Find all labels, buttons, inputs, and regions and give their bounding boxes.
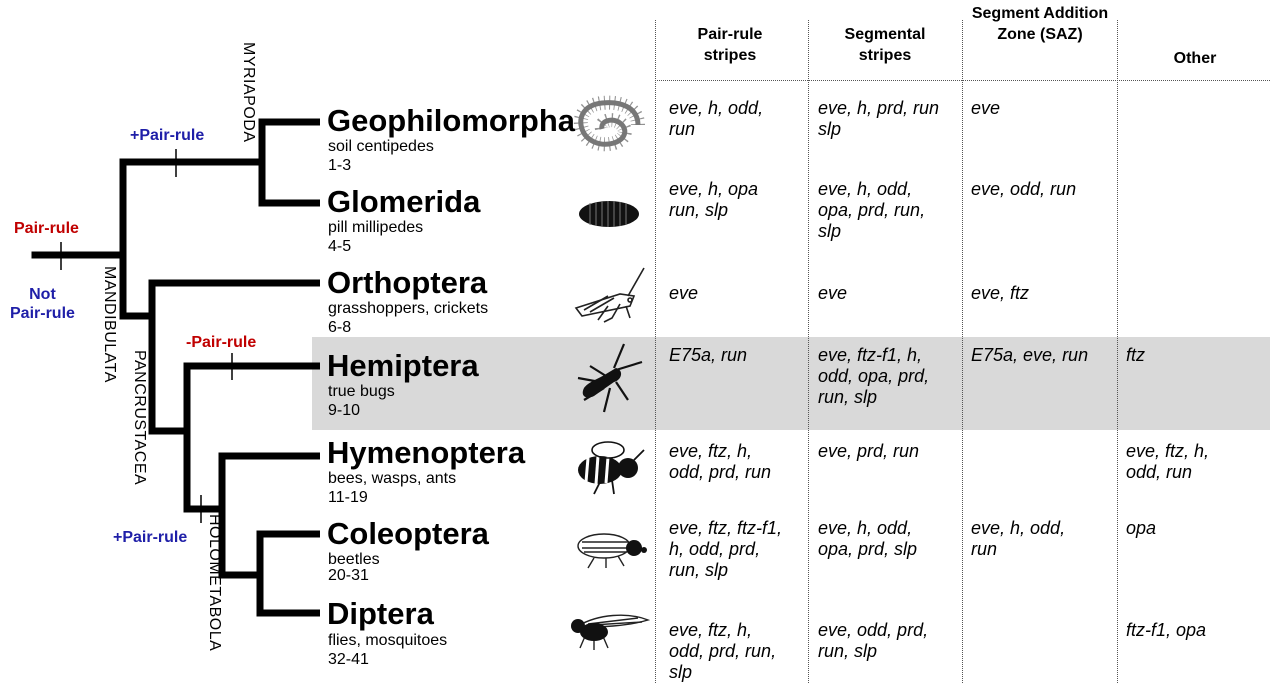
cell-hymenoptera-other: eve, ftz, h, odd, run [1126, 441, 1209, 483]
true-bug-icon [570, 342, 646, 418]
taxon-refs-glomerida: 4-5 [328, 238, 351, 256]
taxon-refs-coleoptera: 20-31 [328, 567, 369, 585]
taxon-name-orthoptera: Orthoptera [327, 266, 487, 300]
cell-orthoptera-segmental: eve [818, 283, 847, 304]
taxon-common-glomerida: pill millipedes [328, 219, 423, 237]
cell-hymenoptera-segmental: eve, prd, run [818, 441, 919, 462]
event-root-not-pair-rule: Not Pair-rule [10, 285, 75, 323]
event-myriapoda-gain: +Pair-rule [130, 126, 204, 145]
cell-hemiptera-saz: E75a, eve, run [971, 345, 1088, 366]
taxon-refs-diptera: 32-41 [328, 651, 369, 669]
taxon-common-geophilomorpha: soil centipedes [328, 138, 434, 156]
cell-geophilomorpha-pair-rule: eve, h, odd, run [669, 98, 763, 140]
taxon-common-hymenoptera: bees, wasps, ants [328, 470, 456, 488]
taxon-name-coleoptera: Coleoptera [327, 517, 489, 551]
fly-icon [568, 604, 650, 654]
cell-hemiptera-pair-rule: E75a, run [669, 345, 747, 366]
event-root-pair-rule: Pair-rule [14, 219, 79, 238]
taxon-refs-geophilomorpha: 1-3 [328, 157, 351, 175]
bee-icon [570, 436, 648, 496]
header-divider [655, 80, 1270, 81]
taxon-common-diptera: flies, mosquitoes [328, 632, 447, 650]
cell-hemiptera-other: ftz [1126, 345, 1145, 366]
cell-diptera-other: ftz-f1, opa [1126, 620, 1206, 641]
cell-glomerida-pair-rule: eve, h, opa run, slp [669, 179, 758, 221]
cell-orthoptera-pair-rule: eve [669, 283, 698, 304]
cell-geophilomorpha-saz: eve [971, 98, 1000, 119]
column-header-saz: Segment Addition Zone (SAZ) [965, 3, 1115, 45]
cell-coleoptera-other: opa [1126, 518, 1156, 539]
cell-coleoptera-segmental: eve, h, odd, opa, prd, slp [818, 518, 917, 560]
cell-glomerida-segmental: eve, h, odd, opa, prd, run, slp [818, 179, 925, 242]
column-divider [655, 20, 656, 683]
taxon-name-geophilomorpha: Geophilomorpha [327, 104, 575, 138]
column-header-pair-rule: Pair-rule stripes [685, 24, 775, 66]
taxon-name-diptera: Diptera [327, 597, 434, 631]
cell-hymenoptera-pair-rule: eve, ftz, h, odd, prd, run [669, 441, 771, 483]
clade-label-holometabola: HOLOMETABOLA [205, 514, 223, 651]
cell-orthoptera-saz: eve, ftz [971, 283, 1029, 304]
column-divider [808, 20, 809, 683]
column-divider [1117, 20, 1118, 683]
taxon-name-glomerida: Glomerida [327, 185, 480, 219]
column-header-segmental: Segmental stripes [825, 24, 945, 66]
event-hemiptera-loss: -Pair-rule [186, 333, 256, 352]
taxon-refs-hymenoptera: 11-19 [328, 489, 368, 507]
taxon-refs-orthoptera: 6-8 [328, 319, 351, 337]
cell-geophilomorpha-segmental: eve, h, prd, run slp [818, 98, 939, 140]
pill-millipede-icon [576, 197, 642, 231]
cell-hemiptera-segmental: eve, ftz-f1, h, odd, opa, prd, run, slp [818, 345, 929, 408]
cell-coleoptera-saz: eve, h, odd, run [971, 518, 1065, 560]
cell-glomerida-saz: eve, odd, run [971, 179, 1076, 200]
phylogenetic-tree [0, 0, 320, 683]
taxon-common-hemiptera: true bugs [328, 383, 395, 401]
taxon-name-hymenoptera: Hymenoptera [327, 436, 525, 470]
column-divider [962, 20, 963, 683]
clade-label-mandibulata: MANDIBULATA [100, 266, 118, 383]
cell-diptera-segmental: eve, odd, prd, run, slp [818, 620, 928, 662]
cell-diptera-pair-rule: eve, ftz, h, odd, prd, run, slp [669, 620, 776, 683]
clade-label-myriapoda: MYRIAPODA [239, 42, 257, 143]
grasshopper-icon [568, 266, 648, 326]
event-holometabola-gain: +Pair-rule [113, 528, 187, 547]
clade-label-pancrustacea: PANCRUSTACEA [130, 350, 148, 485]
taxon-name-hemiptera: Hemiptera [327, 349, 479, 383]
taxon-common-orthoptera: grasshoppers, crickets [328, 300, 488, 318]
column-header-other: Other [1140, 48, 1250, 69]
centipede-icon [568, 95, 652, 161]
cell-coleoptera-pair-rule: eve, ftz, ftz-f1, h, odd, prd, run, slp [669, 518, 782, 581]
beetle-icon [574, 524, 648, 570]
taxon-refs-hemiptera: 9-10 [328, 402, 360, 420]
